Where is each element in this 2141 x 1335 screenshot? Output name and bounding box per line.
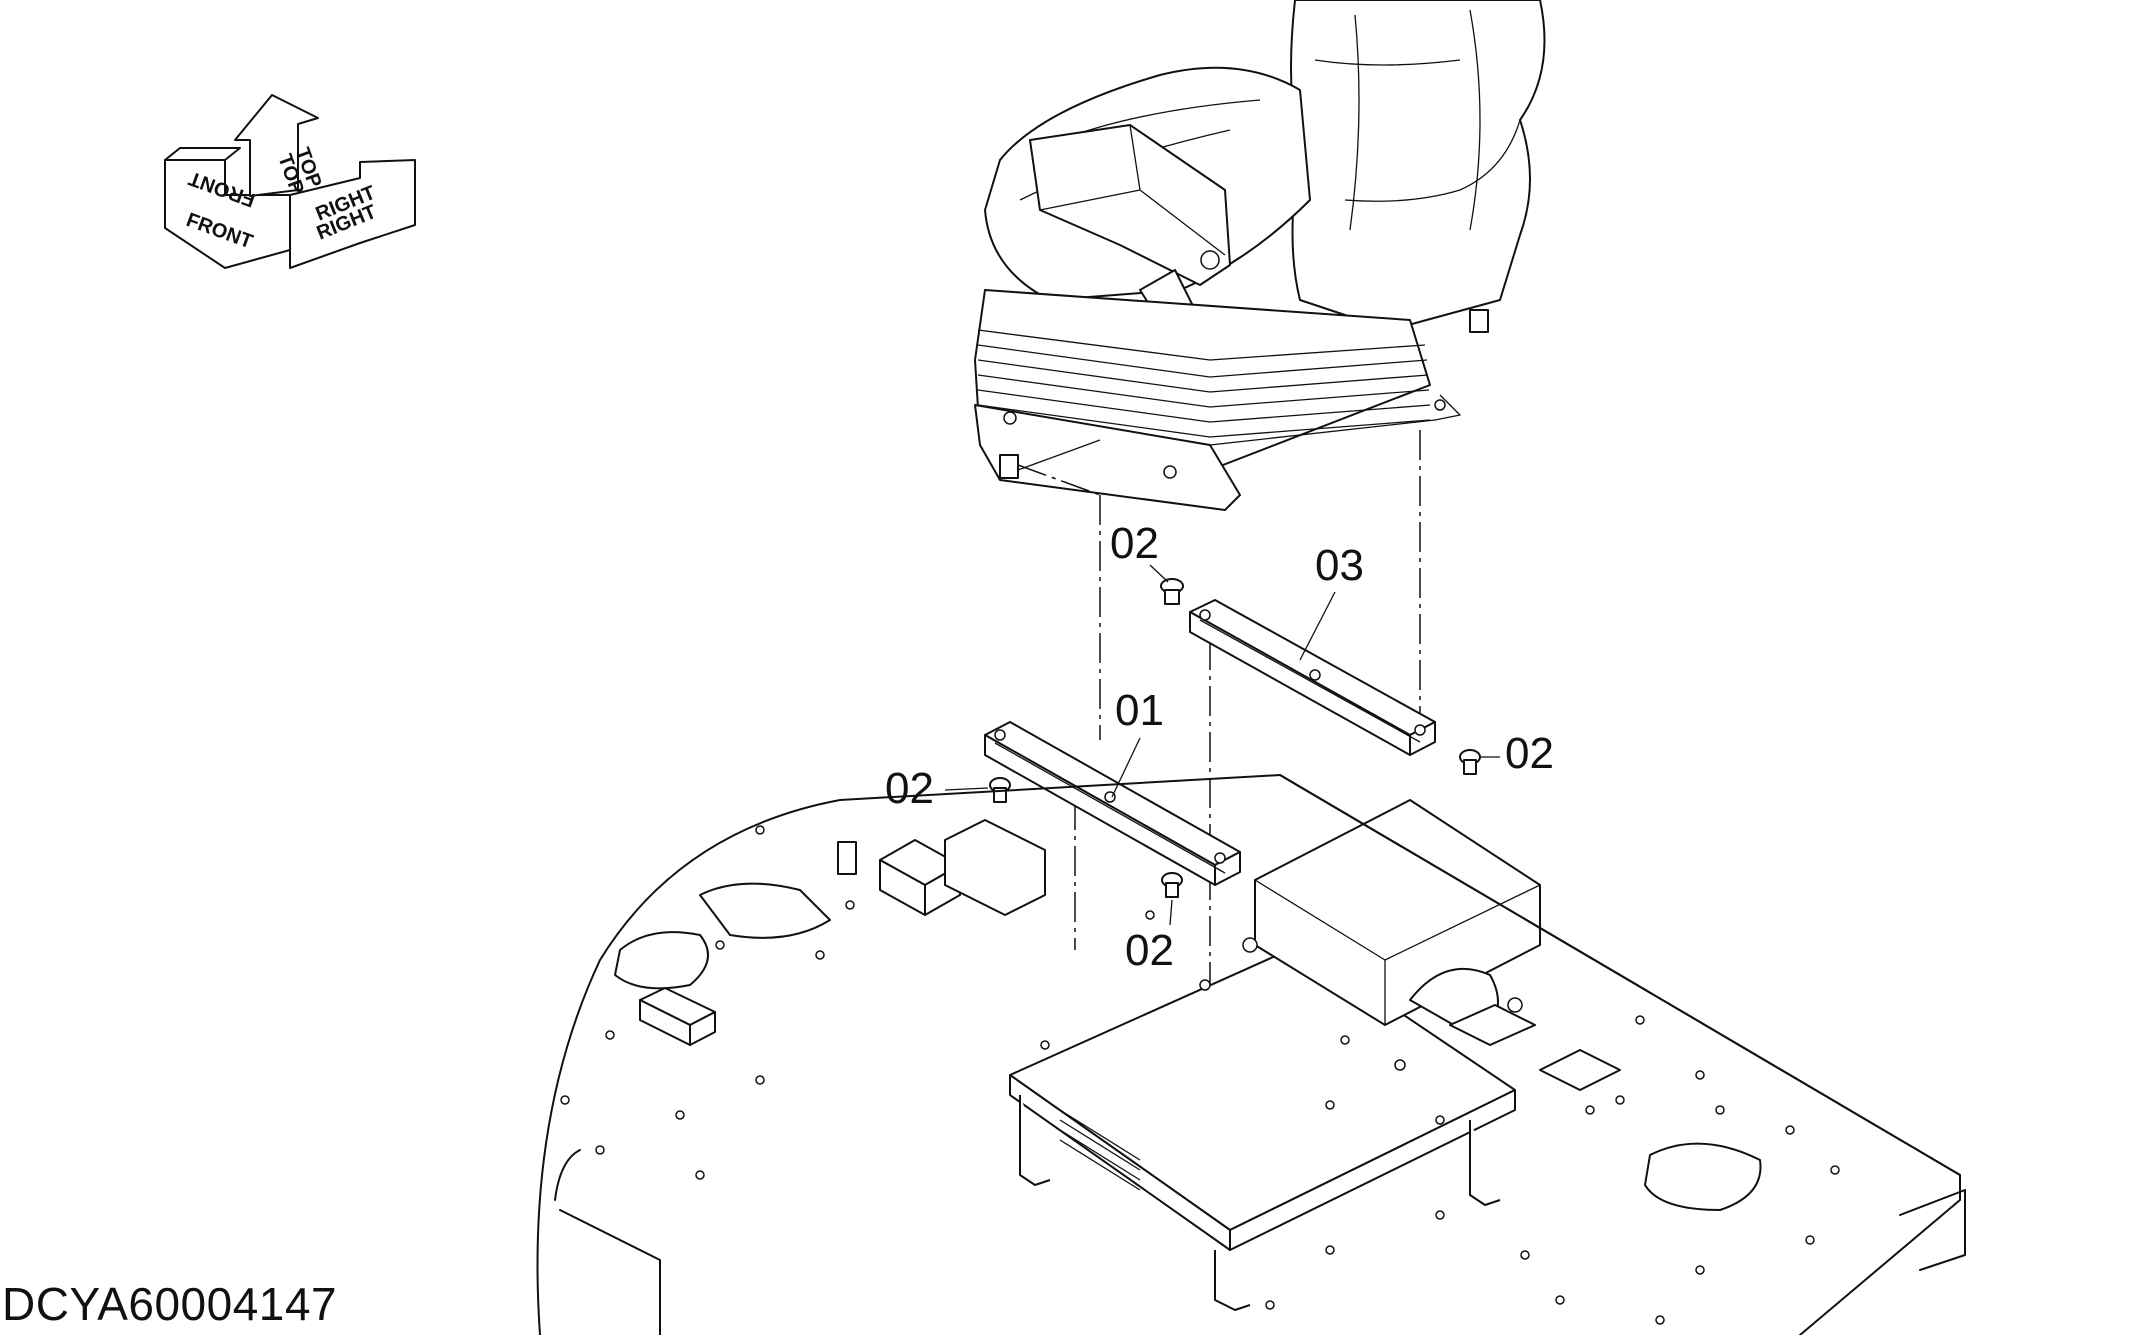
callout-01: 01 bbox=[1111, 686, 1164, 798]
part-callouts: 02 03 01 02 02 02 bbox=[885, 519, 1554, 975]
bolt-top bbox=[1160, 578, 1184, 605]
svg-text:02: 02 bbox=[1110, 519, 1159, 568]
callout-02-right: 02 bbox=[1480, 729, 1554, 778]
svg-text:03: 03 bbox=[1315, 541, 1364, 590]
callout-02-left: 02 bbox=[885, 764, 989, 813]
bolt-bottom bbox=[1161, 872, 1183, 898]
seat-rail-left bbox=[984, 721, 1241, 886]
callout-02-top: 02 bbox=[1110, 519, 1169, 583]
orientation-icon: FRONT FRONT TOP TOP RIGHT RIGHT bbox=[164, 94, 416, 269]
drawing-id: DCYA60004147 bbox=[2, 1278, 338, 1330]
svg-text:02: 02 bbox=[1125, 926, 1174, 975]
callout-02-bottom: 02 bbox=[1125, 899, 1174, 975]
svg-text:01: 01 bbox=[1115, 686, 1164, 735]
bolt-right bbox=[1459, 749, 1481, 775]
seat-rail-right bbox=[1189, 599, 1436, 756]
floor-plate bbox=[536, 774, 1966, 1335]
seat-stand bbox=[1009, 799, 1541, 1311]
callout-03: 03 bbox=[1299, 541, 1364, 661]
svg-text:02: 02 bbox=[1505, 729, 1554, 778]
operator-seat bbox=[974, 0, 1546, 511]
svg-text:02: 02 bbox=[885, 764, 934, 813]
